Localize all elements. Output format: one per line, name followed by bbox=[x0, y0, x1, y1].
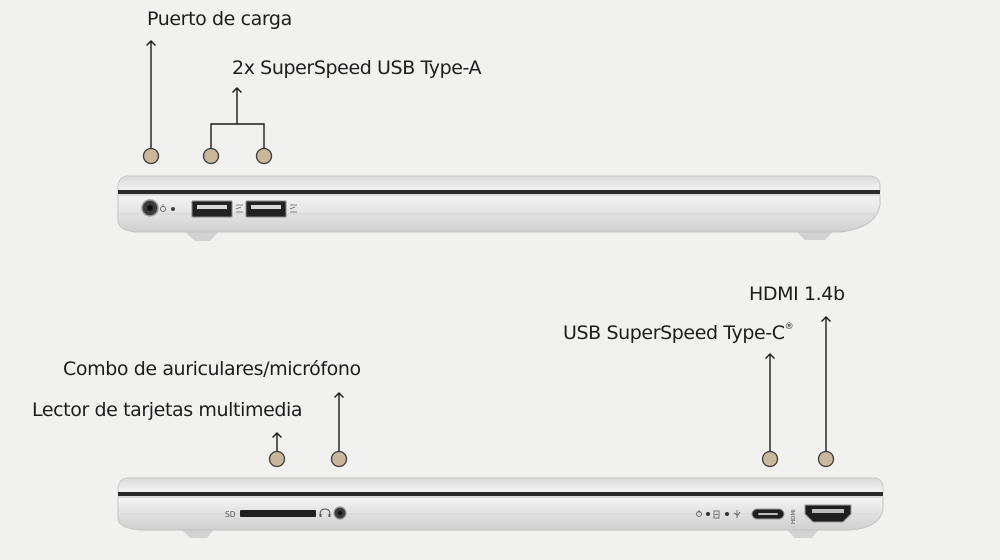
right-lid bbox=[117, 477, 884, 494]
usb-type-c-text: USB SuperSpeed Type-C bbox=[563, 322, 785, 344]
charging-led bbox=[171, 207, 175, 211]
left-foot-front bbox=[185, 232, 218, 241]
usb-a-port-1 bbox=[191, 200, 233, 218]
sd-card-slot bbox=[240, 510, 316, 517]
callout-hdmi bbox=[817, 315, 835, 468]
usb-a-port-2 bbox=[245, 200, 287, 218]
callout-dot bbox=[268, 450, 286, 468]
power-led-icon bbox=[696, 510, 702, 517]
callout-usb-type-c bbox=[761, 352, 779, 468]
left-foot-rear bbox=[797, 232, 833, 240]
audio-combo-label: Combo de auriculares/micrófono bbox=[63, 358, 361, 380]
battery-led-icon bbox=[713, 510, 720, 519]
left-side-view bbox=[117, 175, 881, 241]
usb-type-c-label: USB SuperSpeed Type-C® bbox=[563, 322, 794, 344]
callout-dot bbox=[761, 450, 779, 468]
callout-dot bbox=[330, 450, 348, 468]
hdmi-marking: HDMI bbox=[791, 509, 797, 524]
usb-superspeed-icon bbox=[235, 204, 243, 213]
charging-port-label: Puerto de carga bbox=[147, 8, 292, 30]
right-seam bbox=[118, 492, 883, 496]
callout-dot bbox=[202, 147, 220, 165]
usb-icon bbox=[733, 510, 741, 518]
battery-led bbox=[725, 512, 729, 516]
right-side-view: SD HDMI bbox=[117, 477, 884, 538]
callout-charging-port bbox=[142, 39, 160, 165]
callout-dot bbox=[142, 147, 160, 165]
registered-mark: ® bbox=[784, 322, 794, 332]
left-lid bbox=[117, 175, 881, 193]
callout-usb-type-a bbox=[202, 86, 273, 165]
callout-dot bbox=[255, 147, 273, 165]
hdmi-label: HDMI 1.4b bbox=[749, 283, 845, 305]
power-icon bbox=[160, 204, 166, 212]
sd-marking: SD bbox=[225, 510, 236, 519]
hdmi-port bbox=[804, 504, 852, 523]
usb-superspeed-icon bbox=[289, 204, 297, 213]
usb-type-a-label: 2x SuperSpeed USB Type-A bbox=[232, 57, 482, 79]
callout-dot bbox=[817, 450, 835, 468]
power-led bbox=[706, 512, 710, 516]
callout-card-reader bbox=[268, 431, 286, 468]
headset-icon bbox=[319, 508, 331, 517]
card-reader-label: Lector de tarjetas multimedia bbox=[32, 399, 303, 421]
callout-audio-combo bbox=[330, 391, 348, 468]
left-seam bbox=[118, 190, 880, 194]
